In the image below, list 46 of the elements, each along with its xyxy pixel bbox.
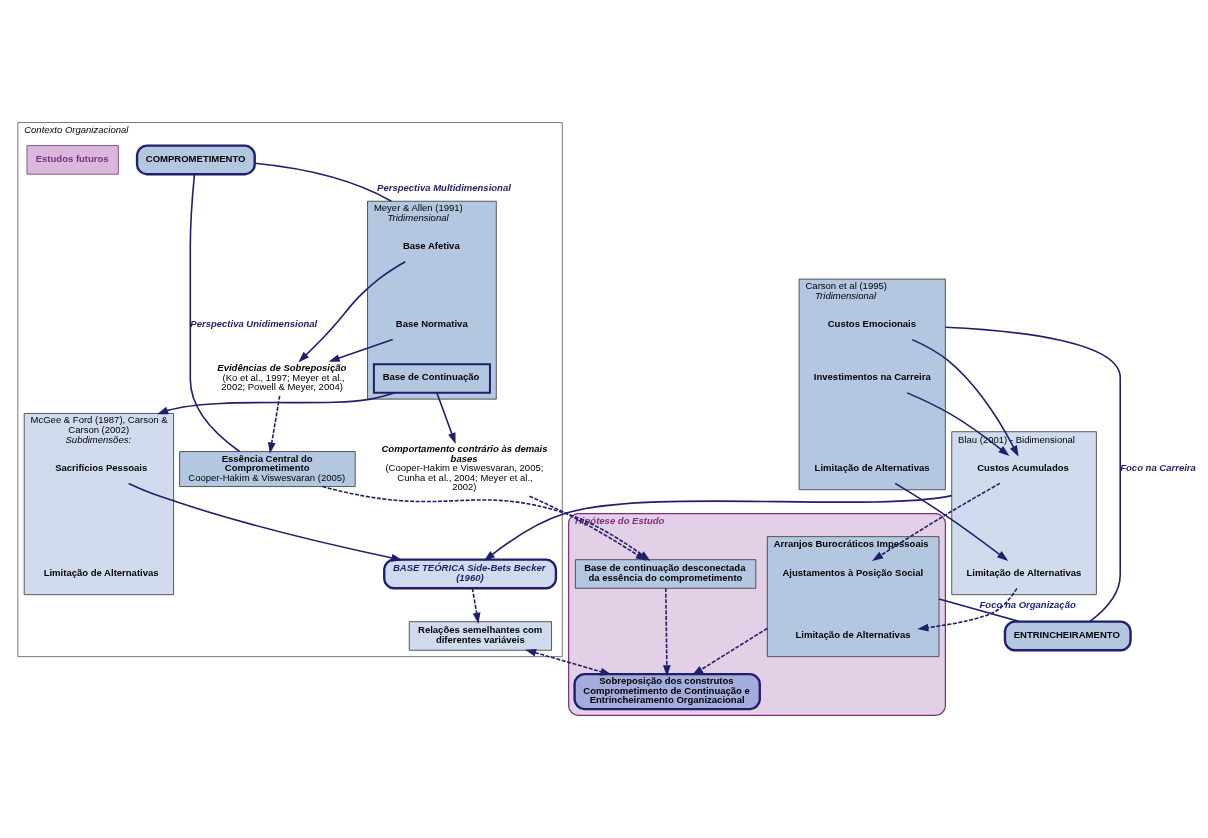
arrow (298, 260, 407, 363)
arrow (662, 587, 671, 677)
node-box: Essência Central do Comprometimento Cooper-Hakim & Viswesvaran (2005) (179, 451, 356, 487)
arrow (917, 587, 1018, 632)
node-text: Base Normativa (395, 317, 468, 329)
edge-label: Perspectiva Multidimensional (377, 182, 511, 194)
edge-label: Foco na Organização (979, 598, 1076, 610)
arrow (127, 482, 403, 562)
node-box: Sobreposição dos construtos Comprometimento de Continuação e Entrincheiramento Organizacional (573, 672, 761, 711)
node-text: Evidências de Sobreposição (Ko et al., 1997; Meyer et al., 2002; Powell & Meyer, 2004) (217, 361, 347, 393)
arrow (525, 649, 612, 676)
node-box: Estudos futuros (26, 145, 119, 175)
arrow (894, 482, 1009, 561)
node-text: Base Afetiva (402, 239, 460, 251)
node-box: ENTRINCHEIRAMENTO (1003, 620, 1132, 652)
node-text: Limitação de Alternativas (814, 461, 930, 473)
node-box: BASE TEÓRICA Side-Bets Becker (1960) (383, 558, 558, 590)
connector (254, 162, 393, 202)
connector (938, 598, 1021, 623)
node-text: Investimentos na Carreira (813, 371, 931, 383)
arrow (267, 395, 281, 454)
node-text: Limitação de Alternativas (43, 566, 159, 578)
node-text: Custos Acumulados (977, 461, 1069, 473)
node-text: Limitação de Alternativas (966, 566, 1082, 578)
edge-label: Perspectiva Unidimensional (190, 317, 318, 329)
node-text: Comportamento contrário às demais bases (Cooper-Hakim e Viswesvaran, 2005; Cunha et al., 2004; Meyer et al., 2002) (381, 443, 548, 493)
node-text: Limitação de Alternativas (795, 628, 911, 640)
node-box: Base de continuação desconectada da essência do comprometimento (575, 559, 757, 589)
node-box: Base de Continuação (372, 363, 491, 394)
arrow (692, 627, 769, 676)
arrow (471, 587, 481, 624)
node-text: Sacrifícios Pessoais (55, 461, 148, 473)
node-box: Relações semelhantes com diferentes variáveis (408, 621, 552, 651)
arrow (872, 482, 1001, 561)
arrow (528, 495, 647, 561)
arrow (436, 392, 456, 444)
node-text: Custos Emocionais (827, 317, 917, 329)
connector (189, 173, 241, 453)
node-text: Ajustamentos à Posição Social (782, 566, 924, 578)
node-box: COMPROMETIMENTO (135, 144, 256, 176)
arrow (328, 338, 394, 362)
arrow (906, 392, 1010, 457)
arrow (911, 338, 1019, 457)
edge-label: Foco na Carreira (1120, 461, 1196, 473)
connector (944, 326, 1122, 623)
arrow (157, 392, 396, 415)
